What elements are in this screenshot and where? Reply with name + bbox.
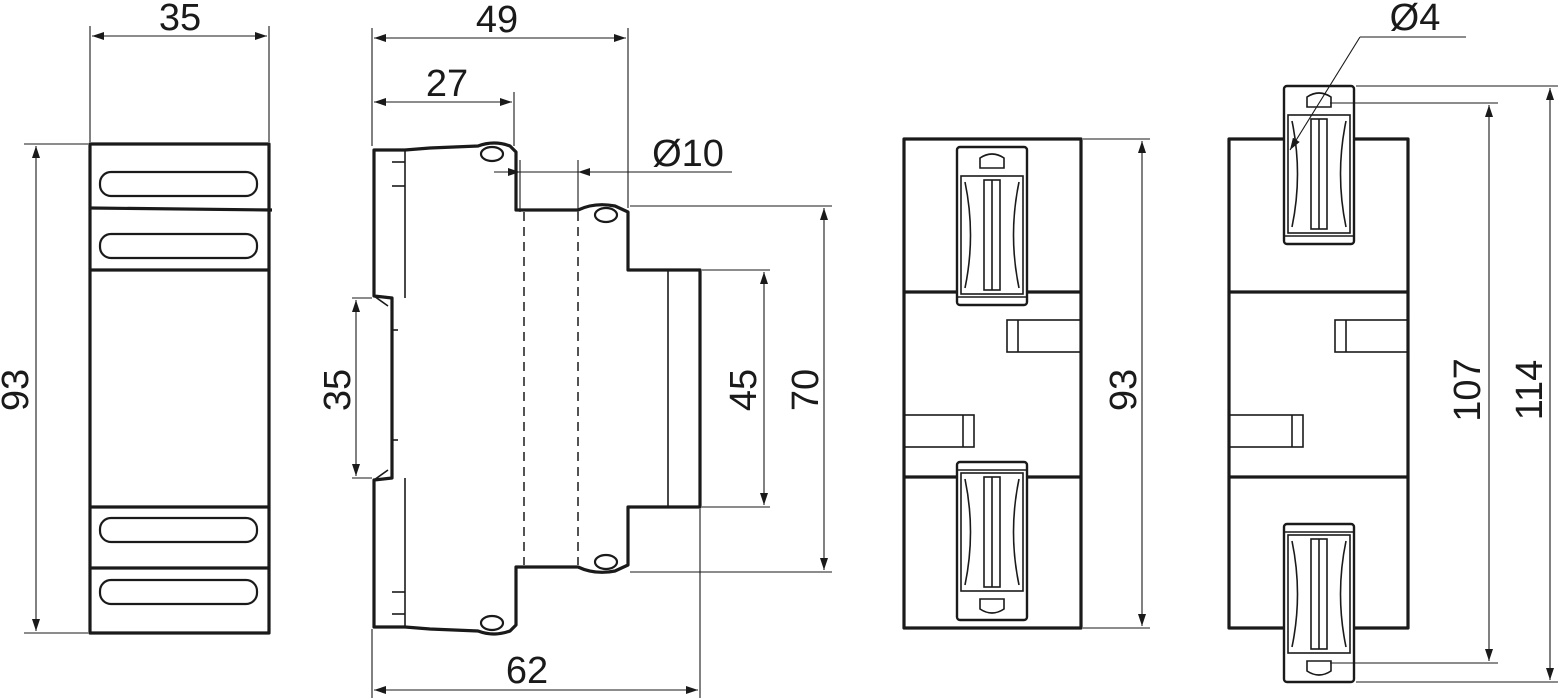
dimension-label: 93	[1103, 369, 1145, 411]
front-label-slot	[98, 232, 259, 260]
dimension-inner-height: 107	[1330, 102, 1498, 664]
front-divider	[89, 206, 273, 212]
terminal-screw	[593, 206, 619, 224]
dimension-label: 70	[785, 369, 827, 411]
din-clip-bottom-extended	[1282, 522, 1356, 684]
din-clip-top-extended	[1282, 84, 1356, 246]
terminal-screw	[479, 614, 505, 632]
din-clip-bottom	[955, 460, 1029, 622]
dimension-back-height: 93	[1083, 138, 1150, 629]
dimension-label: 114	[1509, 360, 1551, 421]
dimension-label: 45	[723, 369, 765, 411]
dimension-front-height-side: 45	[702, 269, 770, 508]
back-rib	[1334, 319, 1409, 353]
dimension-label: 35	[317, 369, 359, 411]
din-clip-top	[955, 145, 1029, 307]
back-view: 93	[902, 137, 1150, 630]
dimension-label: 93	[0, 369, 37, 411]
dimension-label: 49	[476, 0, 518, 41]
dimension-front-height: 93	[0, 143, 88, 634]
dimension-label: Ø4	[1390, 0, 1441, 39]
dimension-rail: 35	[317, 297, 372, 479]
dimension-side-shoulder: 27	[374, 63, 515, 146]
back-rib	[1006, 319, 1082, 353]
dimension-outer-height: 114	[1356, 85, 1558, 683]
front-label-slot	[98, 578, 259, 606]
back-rib	[903, 414, 975, 448]
back-rib	[1228, 414, 1304, 448]
dimension-side-depth: 49	[371, 0, 629, 208]
dimension-hole-diameter: Ø10	[494, 133, 732, 212]
side-profile	[372, 141, 702, 636]
dimension-front-width: 35	[89, 0, 270, 142]
front-housing	[88, 142, 271, 635]
terminal-screw	[593, 553, 619, 571]
front-view: 35 93	[0, 0, 273, 635]
side-view: 49 27 Ø10 35 45	[317, 0, 832, 698]
dimension-label: Ø10	[652, 133, 724, 175]
dimension-clip-hole: Ø4	[1289, 0, 1466, 151]
dimension-body-height: 70	[630, 205, 832, 573]
dimension-label: 27	[426, 63, 468, 105]
dimension-label: 62	[506, 650, 548, 692]
terminal-screw	[479, 145, 505, 163]
dimension-label: 107	[1447, 358, 1489, 421]
dimension-total-depth: 62	[371, 509, 701, 698]
back-view-extended: Ø4 107 114	[1227, 0, 1558, 684]
back-housing	[902, 137, 1083, 630]
front-label-slot	[98, 516, 259, 544]
front-label-slot	[98, 170, 259, 198]
dimension-label: 35	[159, 0, 201, 39]
